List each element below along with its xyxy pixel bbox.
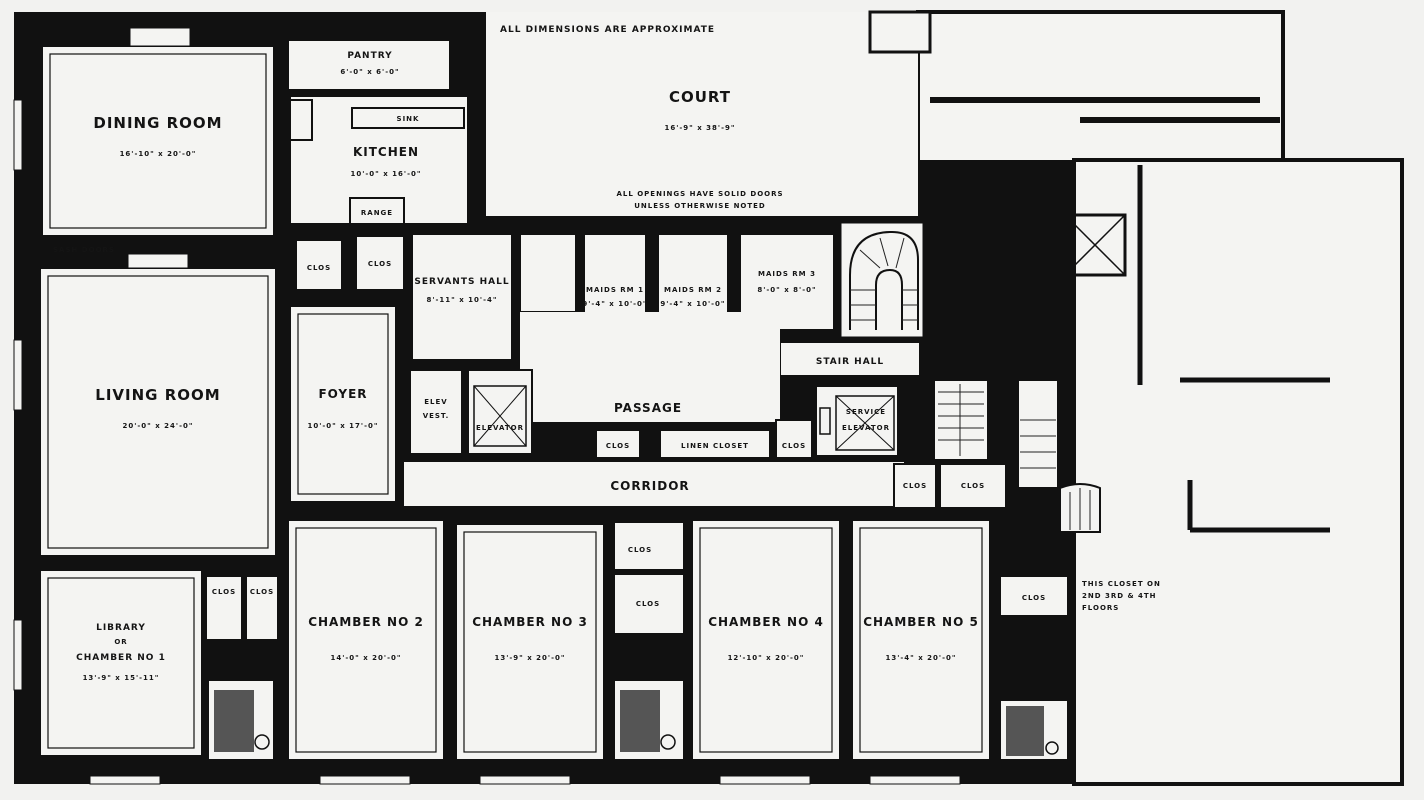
closet-service (775, 419, 813, 459)
closet-lib-1 (205, 575, 243, 641)
court-area (486, 12, 918, 216)
kitchen-size: 10'-0" x 16'-0" (350, 170, 421, 178)
closet-b-label: CLOS (368, 260, 392, 268)
library-label-1: LIBRARY (96, 623, 146, 633)
stair-hall-label: STAIR HALL (816, 357, 884, 367)
linen-closet-label: LINEN CLOSET (681, 442, 749, 450)
service-elevator-label-2: ELEVATOR (842, 424, 890, 432)
elevator-vestibule (409, 369, 463, 455)
dining-room (41, 45, 275, 237)
library-size: 13'-9" x 15'-11" (83, 674, 160, 682)
range-label: RANGE (361, 209, 393, 217)
chamber-5 (851, 519, 991, 761)
maids-room-3-size: 8'-0" x 8'-0" (757, 286, 816, 294)
closet-ch3b (613, 573, 685, 635)
passage-lower (560, 380, 780, 422)
corridor (404, 462, 904, 506)
closet-passage (595, 429, 641, 459)
living-room (39, 267, 277, 557)
chamber-3-size: 13'-9" x 20'-0" (494, 654, 565, 662)
chamber-5-size: 13'-4" x 20'-0" (885, 654, 956, 662)
closet-lib-1-label: CLOS (212, 588, 236, 596)
maids-room-2-label: MAIDS RM 2 (664, 286, 722, 294)
service-elevator-label-1: SERVICE (846, 408, 886, 416)
main-stair (838, 220, 926, 340)
library-chamber-1 (39, 569, 203, 757)
closet-corridor-1 (893, 463, 937, 509)
windows (13, 27, 961, 785)
foyer-label: FOYER (318, 387, 367, 401)
closet-corridor-2-label: CLOS (961, 482, 985, 490)
service-stair (933, 379, 1101, 533)
stair-hall (779, 341, 921, 377)
pantry (287, 39, 451, 91)
kitchen-label: KITCHEN (353, 145, 419, 159)
chamber-2 (287, 519, 445, 761)
corridor-label: CORRIDOR (610, 479, 689, 493)
linen-closet (659, 429, 771, 459)
servants-hall-size: 8'-11" x 10'-4" (426, 296, 497, 304)
foyer-size: 10'-0" x 17'-0" (307, 422, 378, 430)
chamber-2-size: 14'-0" x 20'-0" (330, 654, 401, 662)
maids-room-1-label: MAIDS RM 1 (586, 286, 644, 294)
closet-note-3: FLOORS (1082, 604, 1119, 612)
passage-label: PASSAGE (614, 401, 682, 415)
openings-note-1: ALL OPENINGS HAVE SOLID DOORS (616, 190, 783, 198)
chamber-5-label: CHAMBER NO 5 (863, 615, 979, 629)
maids-room-3-label: MAIDS RM 3 (758, 270, 816, 278)
closet-b (355, 235, 405, 291)
maids-room-1-size: 9'-4" x 10'-0" (582, 300, 647, 308)
closet-passage-label: CLOS (606, 442, 630, 450)
closet-ch5-label: CLOS (1022, 594, 1046, 602)
library-label-2: OR (114, 638, 127, 646)
chamber-3-label: CHAMBER NO 3 (472, 615, 588, 629)
dining-room-label: DINING ROOM (93, 114, 222, 132)
chamber-4 (691, 519, 841, 761)
closet-ch3 (613, 521, 685, 571)
closet-corridor-2 (939, 463, 1007, 509)
chamber-3 (455, 523, 605, 761)
pantry-size: 6'-0" x 6'-0" (340, 68, 399, 76)
library-label-3: CHAMBER NO 1 (76, 653, 166, 663)
dining-room-size: 16'-10" x 20'-0" (120, 150, 197, 158)
elevator (467, 369, 533, 455)
bath-tiles (214, 690, 1059, 756)
servants-hall-label: SERVANTS HALL (414, 277, 509, 287)
closet-note-1: THIS CLOSET ON (1082, 580, 1161, 588)
elev-vest-label-2: VEST. (423, 412, 450, 420)
elev-vest-label-1: ELEV (424, 398, 447, 406)
sink-label: SINK (397, 115, 420, 123)
closet-lib-2-label: CLOS (250, 588, 274, 596)
living-room-size: 20'-0" x 24'-0" (122, 422, 193, 430)
service-elevator (815, 385, 899, 457)
foyer (289, 305, 397, 503)
elevator-label: ELEVATOR (476, 424, 524, 432)
court-label: COURT (669, 88, 731, 106)
dimensions-note: ALL DIMENSIONS ARE APPROXIMATE (500, 25, 715, 35)
closet-corridor-1-label: CLOS (903, 482, 927, 490)
living-room-label: LIVING ROOM (95, 386, 220, 404)
closet-note-2: 2ND 3RD & 4TH (1082, 592, 1157, 600)
closet-service-label: CLOS (782, 442, 806, 450)
chamber-4-size: 12'-10" x 20'-0" (728, 654, 805, 662)
adjacent-unit (916, 10, 1404, 786)
chamber-2-label: CHAMBER NO 2 (308, 615, 424, 629)
closet-ch5 (999, 575, 1069, 617)
pantry-label: PANTRY (347, 51, 392, 61)
maids-bath (519, 233, 577, 313)
servants-hall (411, 233, 513, 361)
court-size: 16'-9" x 38'-9" (664, 124, 735, 132)
maids-room-2-size: 9'-4" x 10'-0" (660, 300, 725, 308)
closet-a (295, 239, 343, 291)
chamber-4-label: CHAMBER NO 4 (708, 615, 824, 629)
closet-lib-2 (245, 575, 279, 641)
closet-ch3b-label: CLOS (636, 600, 660, 608)
closet-ch3-label: CLOS (628, 546, 652, 554)
openings-note-2: UNLESS OTHERWISE NOTED (634, 202, 766, 210)
closet-a-label: CLOS (307, 264, 331, 272)
sash-door-label: SASH DOORS (53, 246, 115, 254)
